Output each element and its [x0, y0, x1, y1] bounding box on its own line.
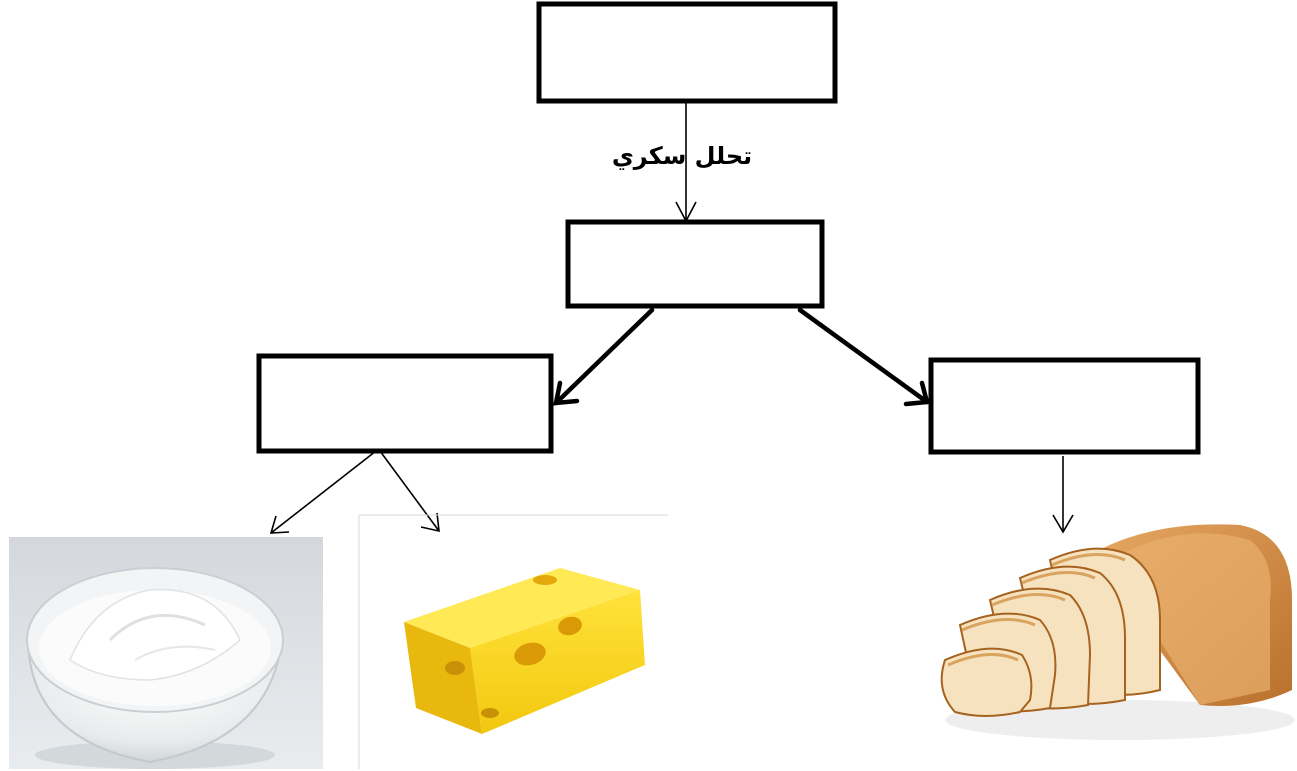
yogurt-image	[9, 537, 323, 769]
arrow-right-to-bread	[1052, 456, 1074, 534]
left-box	[256, 353, 554, 454]
bread-image	[940, 524, 1295, 740]
arrow-middle-to-right	[797, 307, 930, 407]
edge-label: تحلل سكري	[612, 142, 752, 170]
top-box	[536, 1, 838, 104]
arrow-middle-to-left	[553, 307, 655, 406]
middle-box	[565, 219, 825, 309]
arrow-left-to-yogurt	[269, 450, 377, 534]
arrow-left-to-cheese	[379, 450, 440, 533]
cheese-image	[358, 514, 668, 769]
arrow-top-to-middle	[675, 101, 697, 223]
right-box	[928, 357, 1201, 455]
